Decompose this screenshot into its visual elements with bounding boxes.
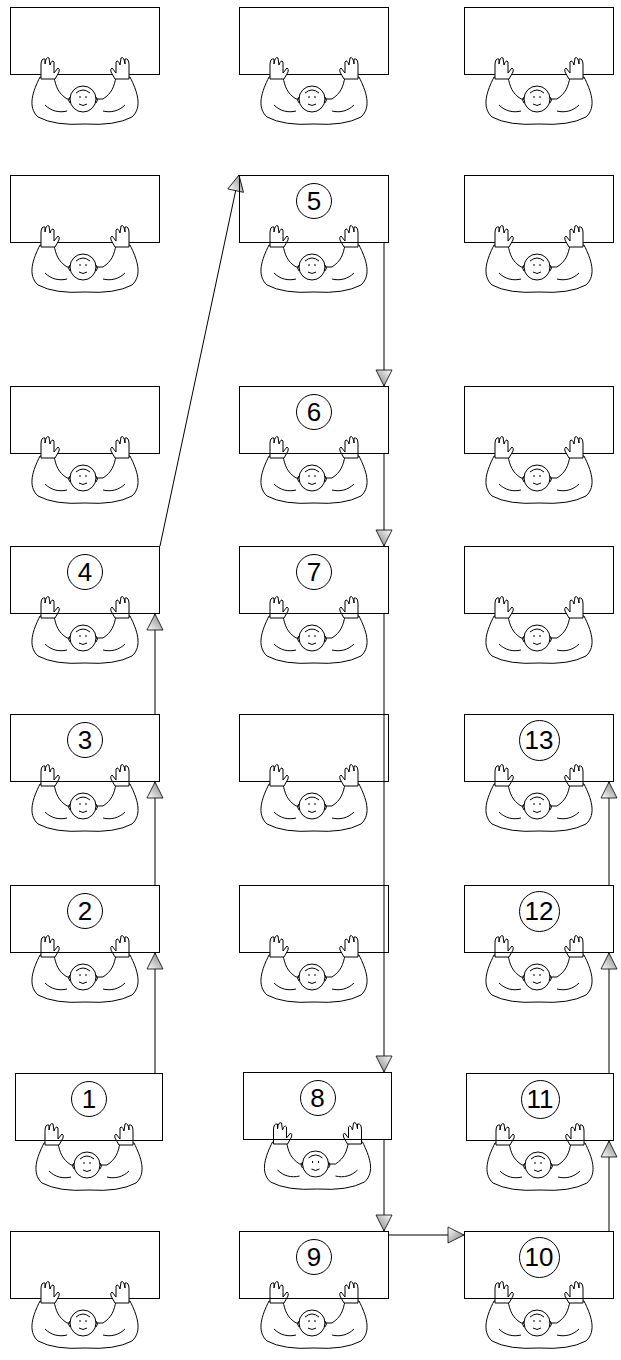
seated-person <box>261 936 367 1003</box>
numbered-desk: 13 <box>464 714 614 782</box>
seated-person <box>486 597 592 664</box>
numbered-desk: 10 <box>464 1231 614 1299</box>
numbered-desk: 4 <box>10 546 160 614</box>
desk-number: 4 <box>67 554 103 590</box>
seated-person <box>36 1124 142 1191</box>
path-arrow <box>384 454 385 546</box>
seated-person <box>486 765 592 832</box>
path-arrow <box>155 782 156 885</box>
path-arrow <box>155 953 156 1073</box>
seated-person <box>264 1123 370 1190</box>
seated-person <box>32 765 138 832</box>
desk-number: 2 <box>67 893 103 929</box>
desk <box>465 387 614 454</box>
desk-number: 1 <box>71 1081 107 1117</box>
seated-person <box>261 437 367 504</box>
seated-person <box>32 226 138 293</box>
seated-person <box>32 597 138 664</box>
seated-person <box>32 936 138 1003</box>
numbered-desk: 8 <box>243 1072 392 1140</box>
path-arrow <box>609 1141 610 1231</box>
path-arrow <box>155 614 156 714</box>
numbered-desk: 1 <box>15 1073 163 1141</box>
seated-person <box>261 597 367 664</box>
desk <box>11 387 160 454</box>
numbered-desk: 11 <box>466 1073 614 1141</box>
seated-person <box>261 1282 367 1349</box>
desk <box>11 176 160 243</box>
path-arrow <box>160 175 239 546</box>
seated-person <box>486 936 592 1003</box>
desk-number: 11 <box>521 1080 560 1119</box>
seated-person <box>261 58 367 125</box>
desk <box>465 8 614 75</box>
seated-person <box>486 437 592 504</box>
numbered-desk: 3 <box>10 714 160 782</box>
desk-number: 12 <box>519 891 560 932</box>
path-arrow <box>384 1140 385 1231</box>
desk <box>240 8 389 75</box>
seated-person <box>486 58 592 125</box>
desk <box>240 715 389 782</box>
desk-number: 9 <box>296 1239 332 1275</box>
path-arrow <box>384 243 385 386</box>
seated-person <box>261 226 367 293</box>
desk-number: 3 <box>67 722 103 758</box>
seated-person <box>32 1282 138 1349</box>
numbered-desk: 12 <box>464 885 614 953</box>
desk-number: 13 <box>519 720 560 761</box>
desk-number: 6 <box>296 394 332 430</box>
seated-person <box>261 765 367 832</box>
path-arrow <box>389 1235 464 1236</box>
numbered-desk: 9 <box>239 1231 389 1299</box>
desk-number: 10 <box>519 1237 560 1278</box>
desk <box>465 176 614 243</box>
desk-number: 5 <box>296 183 332 219</box>
numbered-desk: 5 <box>239 175 389 243</box>
seated-person <box>487 1124 593 1191</box>
desk <box>465 547 614 614</box>
seated-person <box>486 1282 592 1349</box>
seated-person <box>32 58 138 125</box>
path-arrow <box>384 614 385 1072</box>
seated-person <box>486 226 592 293</box>
numbered-desk: 2 <box>10 885 160 953</box>
desk-number: 8 <box>300 1080 336 1116</box>
desk <box>240 886 389 953</box>
desk <box>11 8 160 75</box>
numbered-desk: 6 <box>239 386 389 454</box>
numbered-desk: 7 <box>239 546 389 614</box>
desk <box>11 1232 160 1299</box>
desk-number: 7 <box>296 554 332 590</box>
path-arrow <box>609 782 610 885</box>
seated-person <box>32 437 138 504</box>
path-arrow <box>609 953 610 1073</box>
